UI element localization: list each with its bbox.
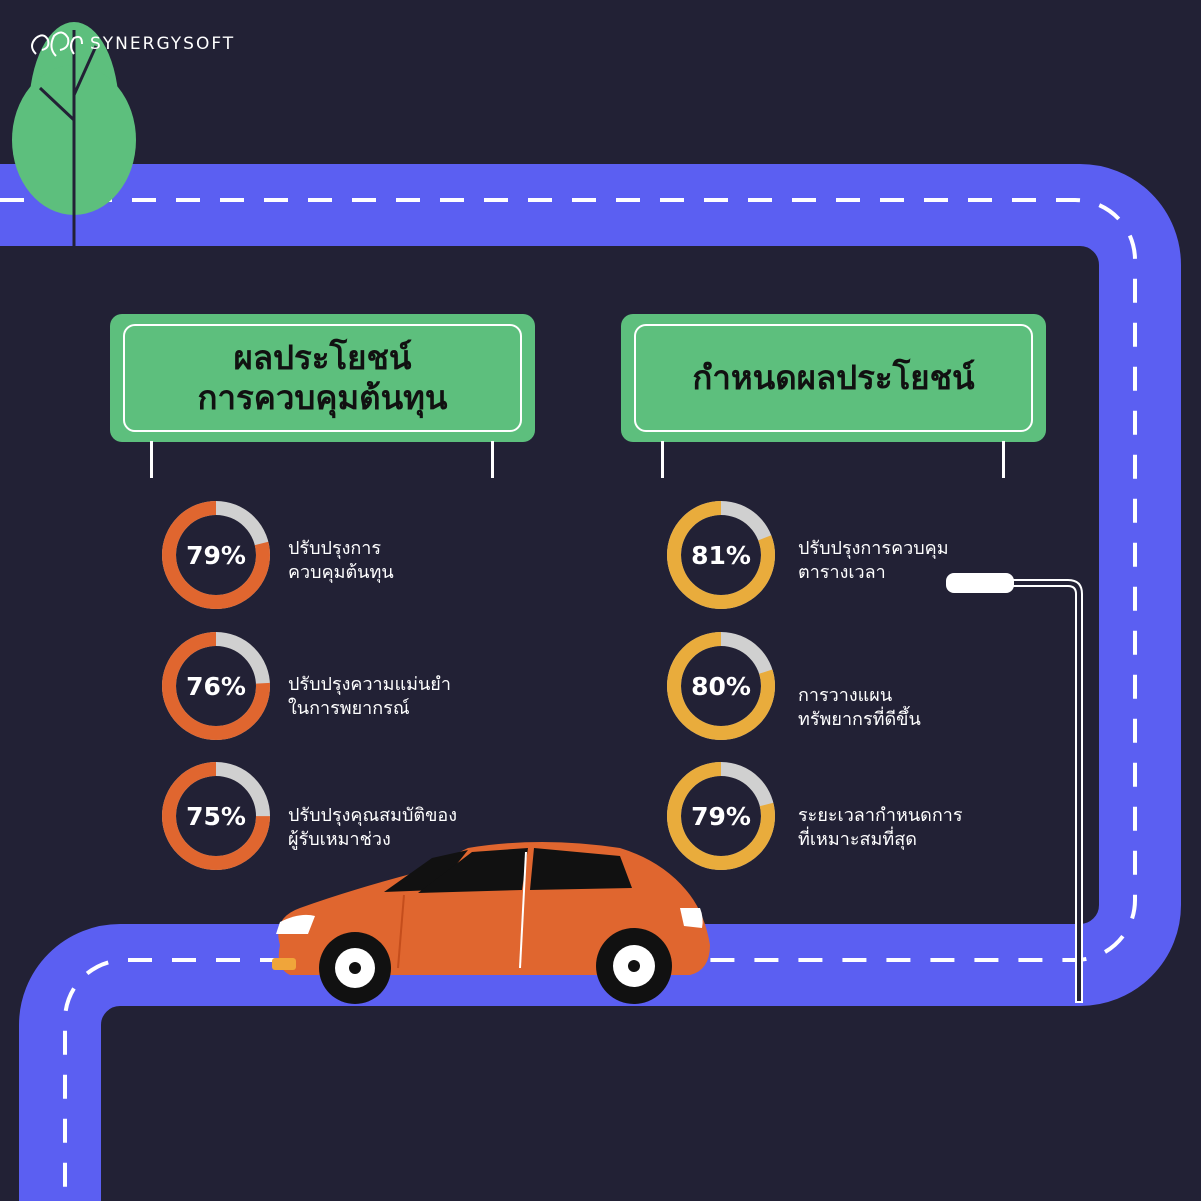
stat-desc-line2: ทรัพยากรที่ดีขึ้น — [798, 709, 921, 730]
stat-percent: 80% — [691, 671, 751, 701]
stat-desc-line2: ที่เหมาะสมที่สุด — [798, 829, 917, 850]
brand: SYNERGYSOFT — [26, 24, 235, 64]
stat-desc-left-3: ปรับปรุงคุณสมบัติของ ผู้รับเหมาช่วง — [288, 804, 457, 852]
progress-arc — [162, 501, 270, 609]
sign-post-left-b — [491, 441, 494, 478]
sign-cost-control: ผลประโยชน์ การควบคุมต้นทุน — [110, 314, 535, 442]
stat-desc-left-1: ปรับปรุงการ ควบคุมต้นทุน — [288, 537, 394, 585]
stat-percent: 81% — [691, 540, 751, 570]
progress-arc — [162, 632, 270, 740]
sign-cost-control-line2: การควบคุมต้นทุน — [197, 378, 448, 417]
street-lamp-icon — [946, 573, 1083, 1003]
swirl-logo-icon — [31, 31, 83, 57]
stat-desc-right-1: ปรับปรุงการควบคุม ตารางเวลา — [798, 537, 949, 585]
progress-arc — [667, 632, 775, 740]
sign-post-right-a — [661, 441, 664, 478]
stat-percent: 79% — [691, 801, 751, 831]
stat-desc-line1: ปรับปรุงคุณสมบัติของ — [288, 805, 458, 826]
progress-arc — [162, 762, 270, 870]
sign-cost-control-frame: ผลประโยชน์ การควบคุมต้นทุน — [123, 324, 522, 432]
tree-icon — [12, 22, 136, 246]
stat-desc-line2: ควบคุมต้นทุน — [288, 562, 394, 583]
stat-ring-left-1: 79% — [160, 499, 272, 611]
stat-ring-left-3: 75% — [160, 760, 272, 872]
brand-name: SYNERGYSOFT — [90, 34, 236, 54]
stat-ring-right-2: 80% — [665, 630, 777, 742]
stat-desc-line1: การวางแผน — [798, 685, 893, 706]
sign-benefits-line1: กำหนดผลประโยชน์ — [692, 358, 975, 397]
stat-desc-line2: ผู้รับเหมาช่วง — [288, 829, 391, 850]
stat-desc-line2: ตารางเวลา — [798, 562, 886, 583]
stat-desc-line1: ปรับปรุงความแม่นยำ — [288, 674, 451, 695]
upper-road — [0, 164, 1181, 1006]
progress-arc — [667, 762, 775, 870]
stat-percent: 75% — [186, 801, 246, 831]
stat-percent: 79% — [186, 540, 246, 570]
stat-desc-right-3: ระยะเวลากำหนดการ ที่เหมาะสมที่สุด — [798, 804, 963, 852]
stat-ring-left-2: 76% — [160, 630, 272, 742]
stat-percent: 76% — [186, 671, 246, 701]
stat-desc-line1: ระยะเวลากำหนดการ — [798, 805, 963, 826]
sign-cost-control-line1: ผลประโยชน์ — [233, 338, 412, 377]
upper-road-dashes — [0, 198, 1137, 962]
stat-desc-line1: ปรับปรุงการ — [288, 538, 382, 559]
lower-road — [18, 924, 700, 1201]
sign-benefits: กำหนดผลประโยชน์ — [621, 314, 1046, 442]
stat-ring-right-3: 79% — [665, 760, 777, 872]
stat-desc-left-2: ปรับปรุงความแม่นยำ ในการพยากรณ์ — [288, 673, 451, 721]
stat-ring-right-1: 81% — [665, 499, 777, 611]
progress-arc — [667, 501, 775, 609]
sign-post-left-a — [150, 441, 153, 478]
stat-desc-right-2: การวางแผน ทรัพยากรที่ดีขึ้น — [798, 684, 921, 732]
car-icon — [272, 842, 710, 1004]
stat-desc-line1: ปรับปรุงการควบคุม — [798, 538, 949, 559]
sign-post-right-b — [1002, 441, 1005, 478]
stat-desc-line2: ในการพยากรณ์ — [288, 698, 410, 719]
sign-benefits-frame: กำหนดผลประโยชน์ — [634, 324, 1033, 432]
